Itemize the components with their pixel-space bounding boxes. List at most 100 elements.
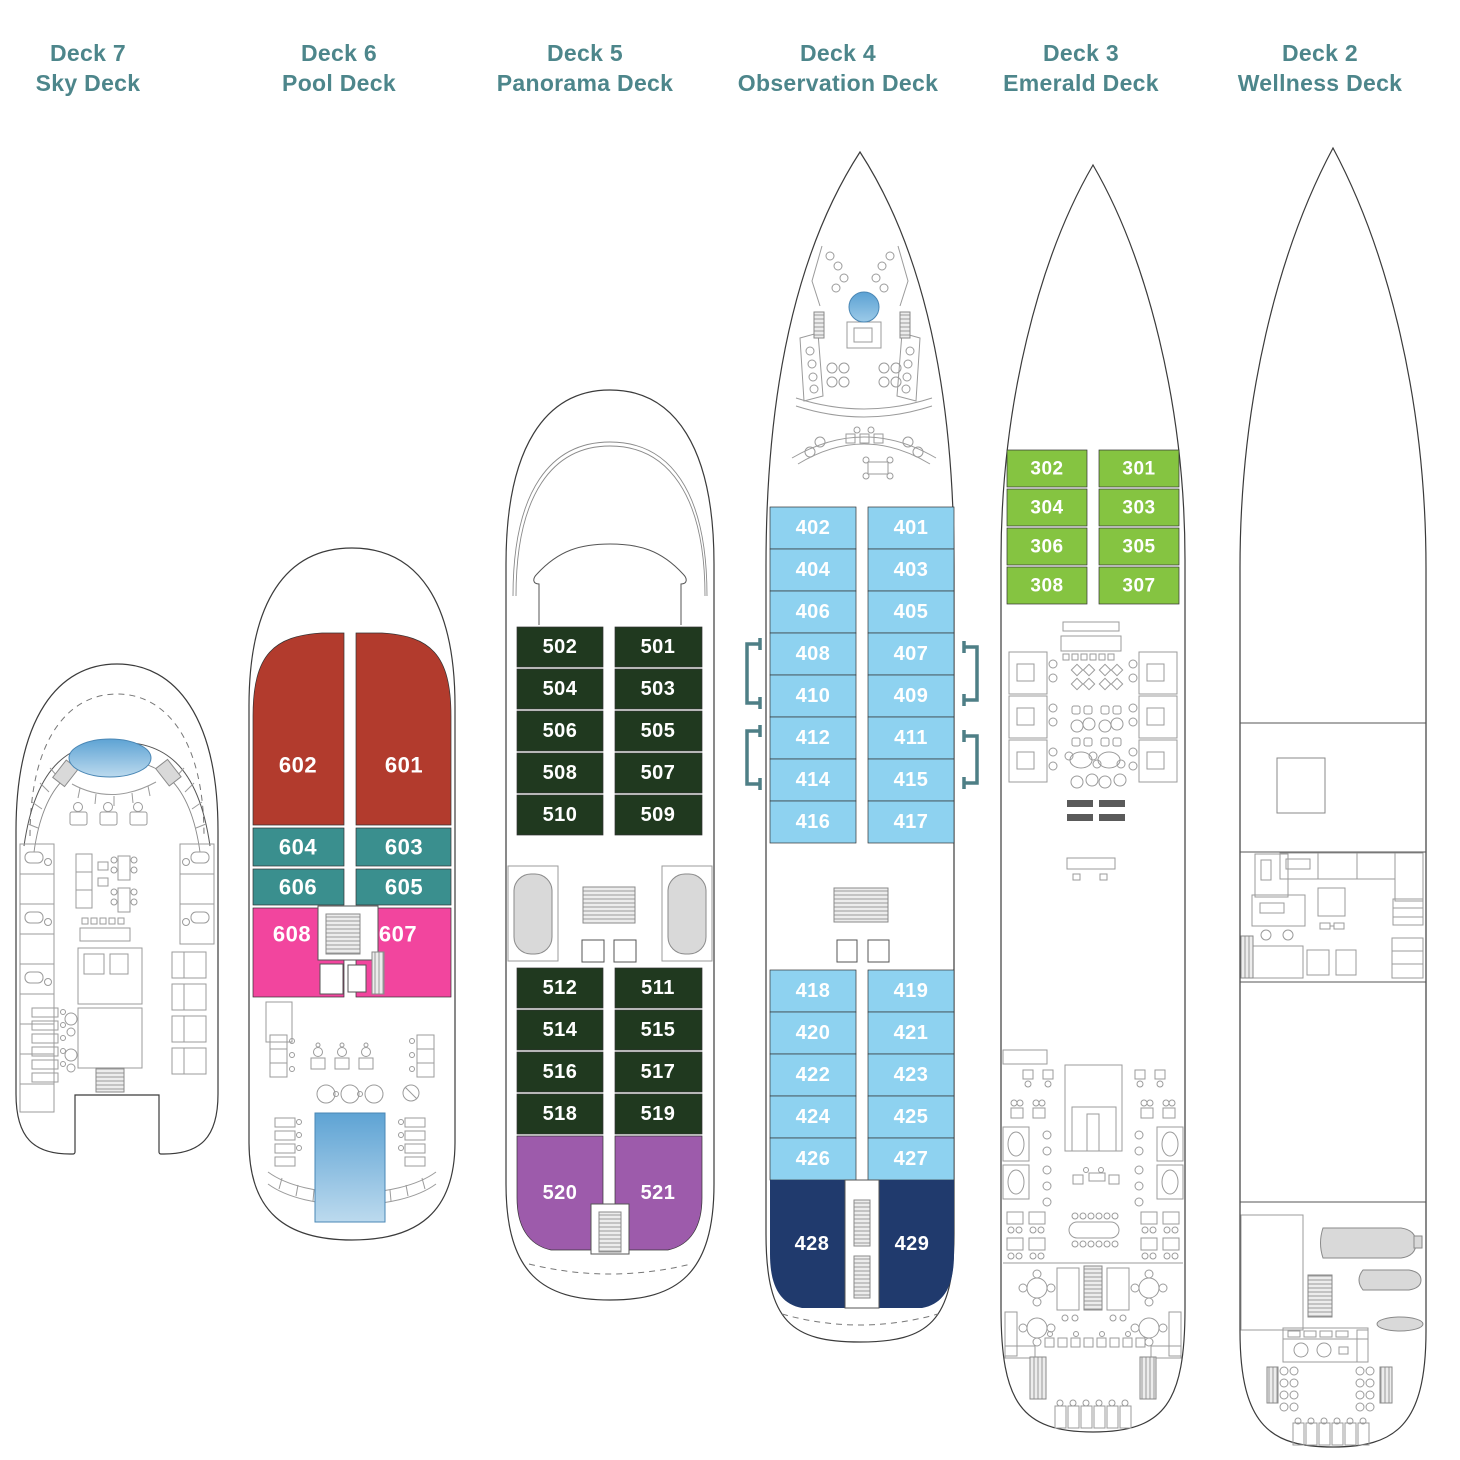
cabin-426 [769, 1137, 857, 1181]
cabin-301 [1098, 449, 1180, 488]
cabin-308-label: 308 [1030, 576, 1063, 597]
cabin-425-label: 425 [894, 1106, 929, 1128]
deck6-bar-area [265, 1001, 435, 1104]
cabin-406 [769, 590, 857, 634]
cabin-422 [769, 1053, 857, 1097]
deck5-title: Deck 5 Panorama Deck [490, 38, 680, 98]
cabin-303-label: 303 [1122, 498, 1155, 519]
deck4-title-number: Deck 4 [800, 40, 876, 66]
cabin-601-label: 601 [385, 753, 423, 778]
cabin-512 [516, 967, 604, 1009]
deck7-title: Deck 7 Sky Deck [8, 38, 168, 98]
deck3-title-number: Deck 3 [1043, 40, 1119, 66]
cabin-503-label: 503 [641, 678, 676, 700]
cabin-415-label: 415 [894, 769, 929, 791]
cabin-417-label: 417 [894, 811, 929, 833]
cabin-606 [252, 868, 345, 906]
deck2-section-lines [1240, 722, 1426, 1203]
cabin-510 [516, 794, 604, 836]
deck7-sofas-right [171, 951, 207, 1075]
cabin-414-label: 414 [796, 769, 831, 791]
cabin-519 [614, 1093, 703, 1135]
cabin-521-label: 521 [641, 1182, 676, 1204]
cabin-428 [770, 1180, 856, 1308]
deck5-plan: 502 501 504 503 506 505 508 507 510 509 … [505, 389, 715, 1301]
cabin-408 [769, 632, 857, 676]
deck5-elevator-left [581, 939, 605, 963]
cabin-521 [614, 1135, 703, 1251]
cabin-420-label: 420 [796, 1022, 831, 1044]
deck4-elevator-right [867, 939, 890, 963]
deck5-title-name: Panorama Deck [496, 70, 674, 96]
cabin-308 [1006, 566, 1088, 605]
connecting-bracket-right-407-409 [962, 641, 979, 706]
cabin-411-label: 411 [894, 727, 928, 749]
cabin-412 [769, 716, 857, 760]
cabin-505 [614, 710, 703, 752]
cabin-518-label: 518 [543, 1103, 578, 1125]
cabin-503 [614, 668, 703, 710]
deck6-plan: 602 601 604 603 606 605 608 607 [248, 547, 456, 1241]
deck7-chairs-row [69, 802, 148, 826]
cabin-508-label: 508 [543, 762, 578, 784]
cabin-307-label: 307 [1122, 576, 1155, 597]
cabin-607-label: 607 [379, 922, 417, 947]
cabin-302 [1006, 449, 1088, 488]
deck7-plan [15, 663, 219, 1155]
deck6-title: Deck 6 Pool Deck [259, 38, 419, 98]
cabin-408-label: 408 [796, 643, 831, 665]
deck6-title-name: Pool Deck [282, 70, 396, 96]
cabin-604-label: 604 [279, 835, 317, 860]
cabin-429 [868, 1180, 954, 1308]
cabin-603-label: 603 [385, 835, 423, 860]
cabin-416 [769, 800, 857, 844]
cabin-509 [614, 794, 703, 836]
deck3-title-name: Emerald Deck [1003, 70, 1159, 96]
deck3-dining-area [1003, 1211, 1183, 1264]
cabin-604 [252, 827, 345, 867]
deck2-spa-rooms [1251, 852, 1424, 979]
cabin-407 [867, 632, 955, 676]
cabin-510-label: 510 [543, 804, 578, 826]
deck2-marina [1240, 1214, 1424, 1446]
deck6-side-stairs-icon [371, 951, 385, 995]
cabin-519-label: 519 [641, 1103, 676, 1125]
deck2-title-number: Deck 2 [1282, 40, 1358, 66]
deck6-title-number: Deck 6 [301, 40, 377, 66]
deck2-marina-stairs-icon [1307, 1274, 1333, 1318]
cabin-406-label: 406 [796, 601, 831, 623]
cabin-307 [1098, 566, 1180, 605]
cabin-421-label: 421 [894, 1022, 929, 1044]
cabin-601 [355, 632, 452, 826]
deck2-plan [1239, 146, 1427, 1448]
cabin-421 [867, 1011, 955, 1055]
deck2-title: Deck 2 Wellness Deck [1220, 38, 1420, 98]
deck5-inner-arc-1 [512, 441, 708, 597]
deck3-stern-benches [1054, 1399, 1132, 1429]
deck4-bow-stairs-left [813, 311, 825, 339]
deck4-aft-stairs-icon-1 [853, 1199, 871, 1247]
cabin-405 [867, 590, 955, 634]
cabin-506 [516, 710, 604, 752]
cabin-511-label: 511 [641, 977, 675, 999]
deck4-plunge-pool [848, 291, 880, 323]
cabin-512-label: 512 [543, 977, 578, 999]
cabin-412-label: 412 [796, 727, 831, 749]
cabin-520 [516, 1135, 604, 1251]
deck6-elevator-right [347, 964, 367, 993]
deck3-aft-lounge [1004, 1267, 1182, 1359]
deck7-loungers-left [31, 1007, 78, 1083]
deck2-hull [1239, 146, 1427, 1448]
deck6-loungers [274, 1117, 426, 1167]
cabin-423 [867, 1053, 955, 1097]
cabin-403-label: 403 [894, 559, 929, 581]
deck4-bow-stairs-right [899, 311, 911, 339]
cabin-507-label: 507 [641, 762, 676, 784]
cabin-409 [867, 674, 955, 718]
cabin-514 [516, 1009, 604, 1051]
deck4-aft-stairs-icon-2 [853, 1255, 871, 1299]
cabin-517-label: 517 [641, 1061, 676, 1083]
connecting-bracket-left-408-410 [745, 638, 762, 709]
connecting-bracket-right-411-415 [962, 730, 979, 789]
cabin-403 [867, 548, 955, 592]
